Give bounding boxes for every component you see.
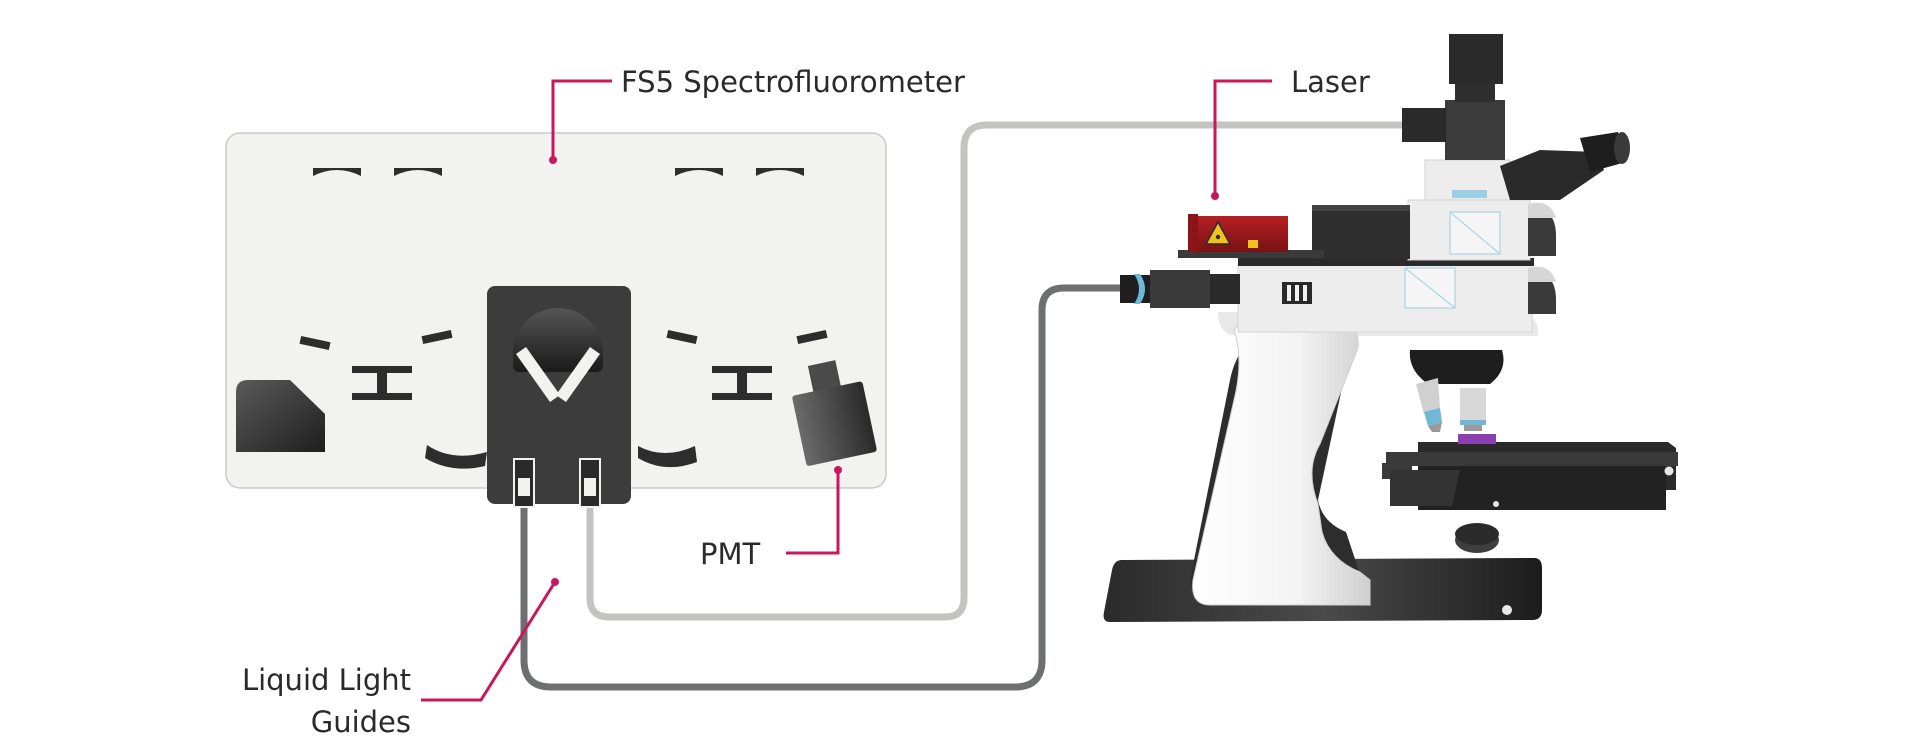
sample-slide [1458,434,1496,444]
callout-light-guides: Liquid Light Guides [242,578,559,739]
eyepieces [1500,150,1604,200]
label-laser: Laser [1291,65,1370,99]
curved-mirrors-top [313,168,804,176]
slits [299,329,828,351]
callout-spectrofluorometer: FS5 Spectrofluorometer [549,65,965,164]
fiber-coupler [1120,270,1240,308]
objectives [1416,378,1486,432]
pmt-detector [792,360,877,466]
label-light-guides-line1: Liquid Light [242,663,411,697]
lamp-housing [236,380,325,452]
curved-mirrors-bottom [425,445,697,469]
laser-warning-icon [1204,220,1232,245]
label-spectrofluorometer: FS5 Spectrofluorometer [621,65,965,99]
label-light-guides-line2: Guides [311,705,411,739]
callout-pmt: PMT [700,466,842,571]
light-guide-light [586,121,1419,621]
sample-chamber [487,286,631,508]
label-pmt: PMT [700,537,761,571]
callout-laser: Laser [1211,65,1370,200]
microscope [1103,34,1678,622]
laser-unit [1178,214,1324,258]
light-guide-dark [520,284,1126,691]
vent-slots [1282,282,1312,304]
gratings [352,366,772,400]
